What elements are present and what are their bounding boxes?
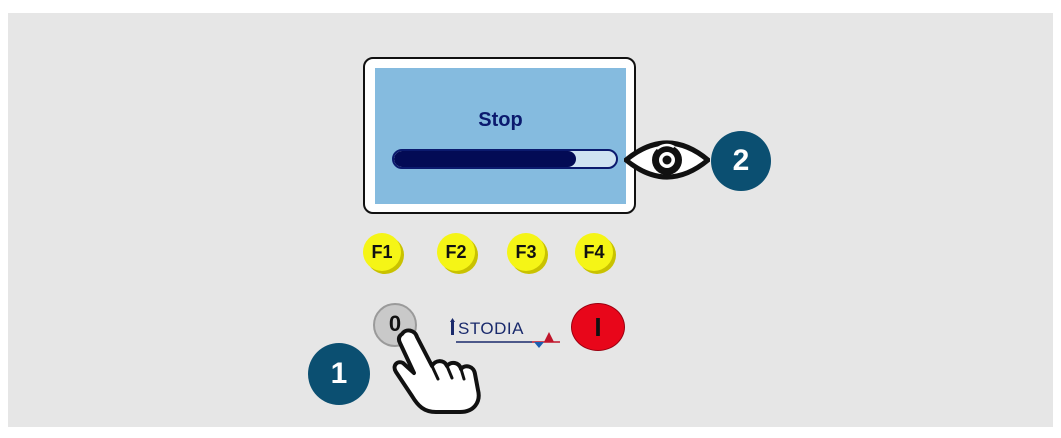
f3-label: F3 [507,233,545,271]
progress-bar [392,149,618,169]
step-1-number: 1 [330,357,348,390]
off-label: 0 [388,311,402,336]
step-1-badge: 1 [308,343,370,405]
stodia-logo: STODIA [448,318,566,352]
eye-icon [624,140,710,180]
lcd-screen: Stop [375,68,626,204]
f3-button[interactable]: F3 [507,233,549,275]
f2-button[interactable]: F2 [437,233,479,275]
pointing-hand-icon [392,328,481,414]
step-2-number: 2 [732,144,750,177]
display-frame: Stop [363,57,636,214]
f1-button[interactable]: F1 [363,233,405,275]
f4-button[interactable]: F4 [575,233,617,275]
logo-mark-icon [450,318,560,348]
f1-label: F1 [363,233,401,271]
on-label: I [594,312,602,342]
step-2-badge: 2 [711,131,771,191]
logo-text: STODIA [458,319,524,338]
status-text: Stop [478,109,523,131]
progress-fill [394,151,577,167]
on-button[interactable]: I [571,303,625,351]
f4-label: F4 [575,233,613,271]
f2-label: F2 [437,233,475,271]
